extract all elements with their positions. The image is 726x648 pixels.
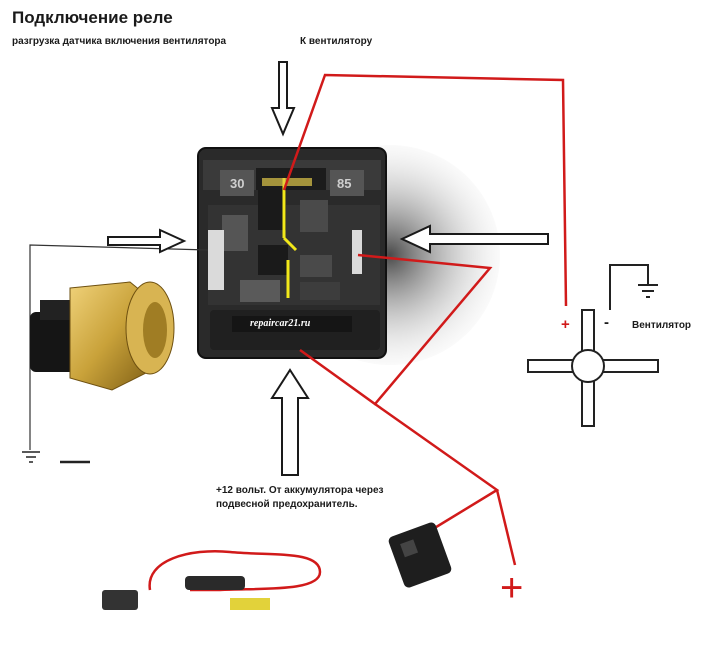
battery-plus-sign: + [500,566,524,610]
relay-pin-30: 30 [230,176,245,191]
relay-icon [197,147,387,359]
sensor-wire [29,244,209,450]
to-fan-label: К вентилятору [300,36,373,47]
fan-minus-sign: - [604,314,609,331]
battery-note: +12 вольт. От аккумулятора через подвесн… [216,485,384,510]
page-title: Подключение реле [12,8,173,27]
fan-plus-sign: + [561,316,570,333]
fan-icon [527,309,659,427]
temperature-sensor-icon [30,281,175,391]
fuse-holder-icon [102,576,270,610]
red-wires [148,73,568,592]
fan-label: Вентилятор [632,320,692,331]
fan-ground-icon [609,264,658,310]
relay-watermark: repaircar21.ru [250,318,311,329]
ground-icon [22,451,90,464]
arrow-icon [107,61,549,476]
connector-icon [388,522,452,588]
relay-pin-85: 85 [337,176,352,191]
subtitle: разгрузка датчика включения вентилятора [12,36,227,47]
